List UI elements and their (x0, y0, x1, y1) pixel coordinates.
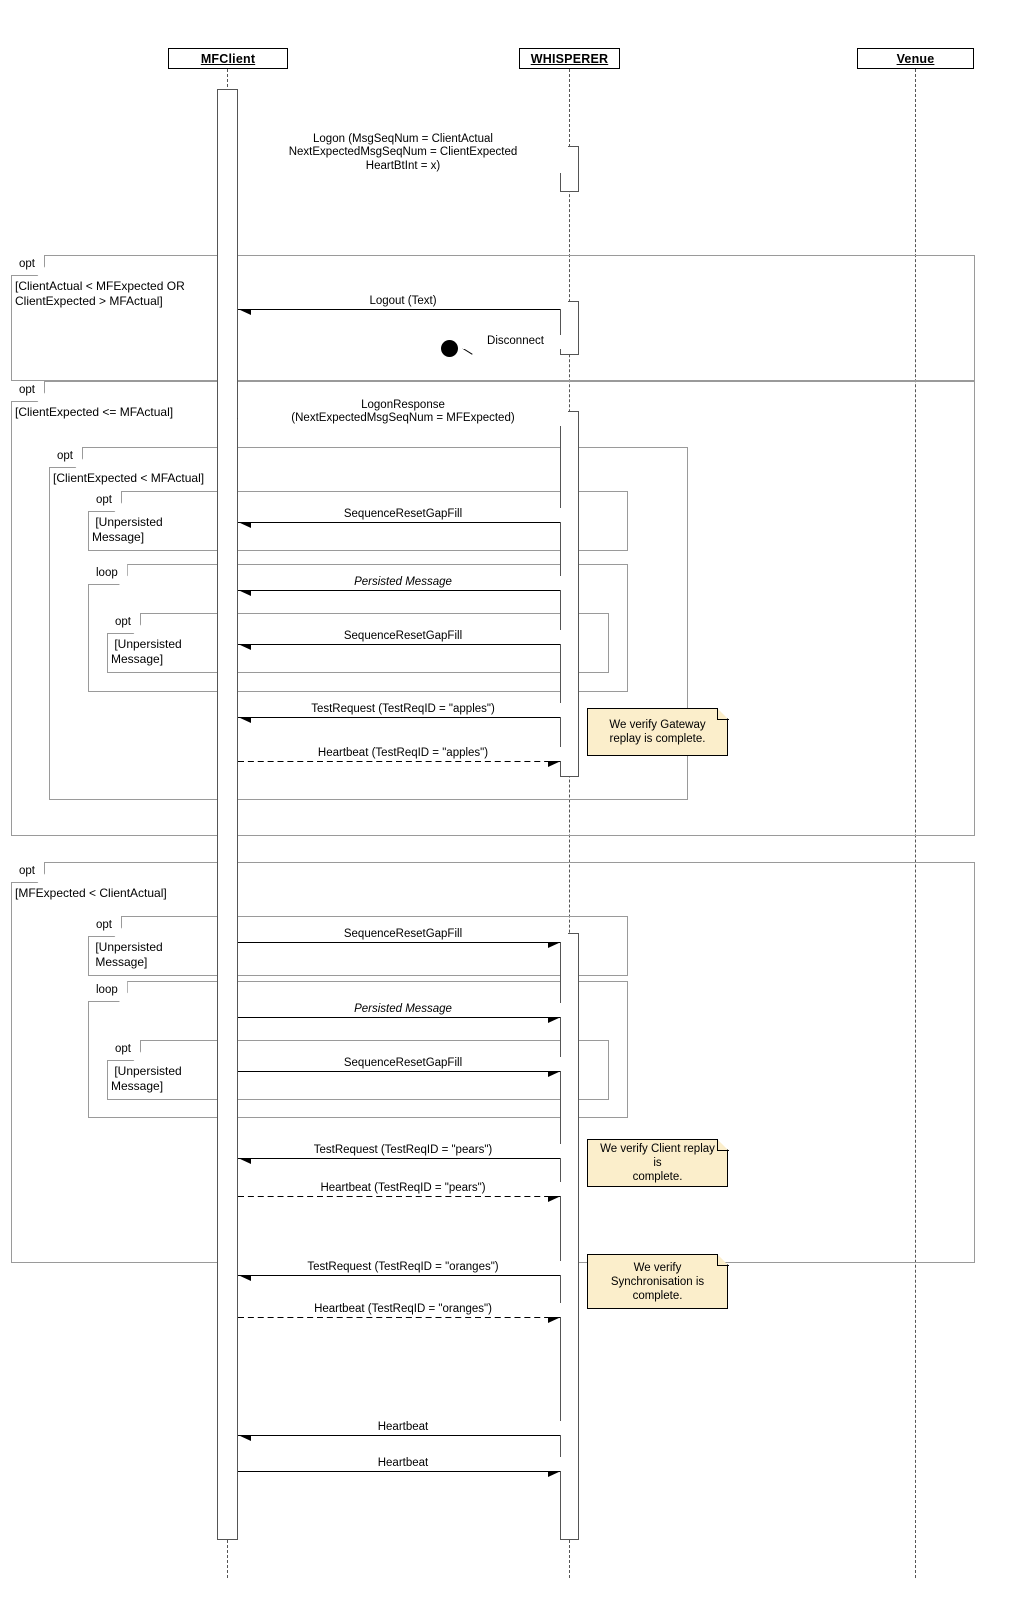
message-line-srgf-1 (238, 521, 560, 523)
fragment-opt-9 (107, 1040, 609, 1100)
message-line-testreq-oranges (238, 1274, 560, 1276)
message-label-hb-apples: Heartbeat (TestReqID = "apples") (238, 747, 568, 761)
activation-bar-whisperer-3 (560, 411, 579, 777)
fragment-opt-5 (107, 613, 609, 673)
message-label-persisted-2: Persisted Message (238, 1003, 568, 1017)
message-line-persisted-1 (238, 589, 560, 591)
message-line-logout (238, 308, 560, 310)
message-line-hb-apples (238, 760, 560, 762)
message-label-logon: Logon (MsgSeqNum = ClientActual NextExpe… (238, 132, 568, 174)
fragment-guard-label: [Unpersisted Message] (95, 940, 163, 969)
message-line-srgf-3 (238, 941, 560, 943)
note-text: We verify Synchronisation is complete. (610, 1261, 705, 1302)
participant-mfclient[interactable]: MFClient (168, 48, 288, 69)
message-label-srgf-2: SequenceResetGapFill (238, 630, 568, 644)
fragment-guard-label: [Unpersisted Message] (92, 515, 163, 544)
note-fold-icon (717, 1139, 729, 1151)
message-label-logonresponse: LogonResponse (NextExpectedMsgSeqNum = M… (238, 398, 568, 426)
note-text: We verify Client replay is complete. (600, 1143, 715, 1183)
fragment-opt-3 (88, 491, 628, 551)
fragment-tab-opt: opt (107, 1040, 141, 1061)
lifeline-whisperer (568, 69, 570, 1578)
fragment-tab-opt: opt (11, 381, 45, 402)
message-label-disconnect: Disconnect (463, 335, 568, 349)
activation-bar-mfclient-0 (217, 89, 238, 1540)
fragment-tab-opt: opt (88, 916, 122, 937)
activation-bar-whisperer-4 (560, 933, 579, 1540)
message-line-hb-pears (238, 1195, 560, 1197)
fragment-opt-2 (49, 447, 688, 800)
fragment-tab-opt: opt (88, 491, 122, 512)
participant-label: MFClient (200, 51, 256, 66)
fragment-opt-1 (11, 381, 975, 836)
participant-whisperer[interactable]: WHISPERER (519, 48, 620, 69)
fragment-loop-4 (88, 564, 628, 692)
message-label-hb-in: Heartbeat (238, 1421, 568, 1435)
message-line-srgf-4 (238, 1070, 560, 1072)
note-note-gateway: We verify Gateway replay is complete. (587, 708, 728, 756)
message-label-testreq-pears: TestRequest (TestReqID = "pears") (238, 1144, 568, 1158)
message-line-hb-in (238, 1434, 560, 1436)
disconnect-stop-node (441, 340, 458, 357)
fragment-tab-loop: loop (88, 981, 128, 1002)
participant-label: WHISPERER (530, 51, 609, 66)
message-label-hb-oranges: Heartbeat (TestReqID = "oranges") (238, 1303, 568, 1317)
fragment-guard-label: [MFExpected < ClientActual] (15, 886, 167, 900)
fragment-guard-label: [Unpersisted Message] (111, 1064, 182, 1093)
note-note-client: We verify Client replay is complete. (587, 1139, 728, 1187)
message-label-srgf-4: SequenceResetGapFill (238, 1057, 568, 1071)
message-line-testreq-apples (238, 716, 560, 718)
message-label-testreq-oranges: TestRequest (TestReqID = "oranges") (238, 1261, 568, 1275)
fragment-tab-loop: loop (88, 564, 128, 585)
message-label-srgf-1: SequenceResetGapFill (238, 508, 568, 522)
message-label-hb-out: Heartbeat (238, 1457, 568, 1471)
note-text: We verify Gateway replay is complete. (609, 719, 706, 745)
participant-venue[interactable]: Venue (857, 48, 974, 69)
message-label-testreq-apples: TestRequest (TestReqID = "apples") (238, 703, 568, 717)
lifeline-venue (914, 69, 916, 1578)
note-fold-icon (717, 1254, 729, 1266)
message-label-logout: Logout (Text) (238, 295, 568, 309)
fragment-guard-label: [ClientActual < MFExpected OR ClientExpe… (15, 279, 185, 308)
fragment-tab-opt: opt (107, 613, 141, 634)
fragment-opt-7 (88, 916, 628, 976)
message-line-hb-oranges (238, 1316, 560, 1318)
message-label-hb-pears: Heartbeat (TestReqID = "pears") (238, 1182, 568, 1196)
message-label-srgf-3: SequenceResetGapFill (238, 928, 568, 942)
fragment-guard-label: [ClientExpected <= MFActual] (15, 405, 174, 419)
fragment-tab-opt: opt (11, 255, 45, 276)
message-line-srgf-2 (238, 643, 560, 645)
fragment-guard-label: [Unpersisted Message] (111, 637, 182, 666)
participant-label: Venue (896, 51, 935, 66)
message-label-persisted-1: Persisted Message (238, 576, 568, 590)
message-line-persisted-2 (238, 1016, 560, 1018)
message-line-hb-out (238, 1470, 560, 1472)
fragment-guard-label: [ClientExpected < MFActual] (53, 471, 205, 485)
fragment-opt-0 (11, 255, 975, 381)
fragment-loop-8 (88, 981, 628, 1118)
fragment-tab-opt: opt (11, 862, 45, 883)
note-fold-icon (717, 708, 729, 720)
message-line-testreq-pears (238, 1157, 560, 1159)
fragment-tab-opt: opt (49, 447, 83, 468)
note-note-sync: We verify Synchronisation is complete. (587, 1254, 728, 1309)
